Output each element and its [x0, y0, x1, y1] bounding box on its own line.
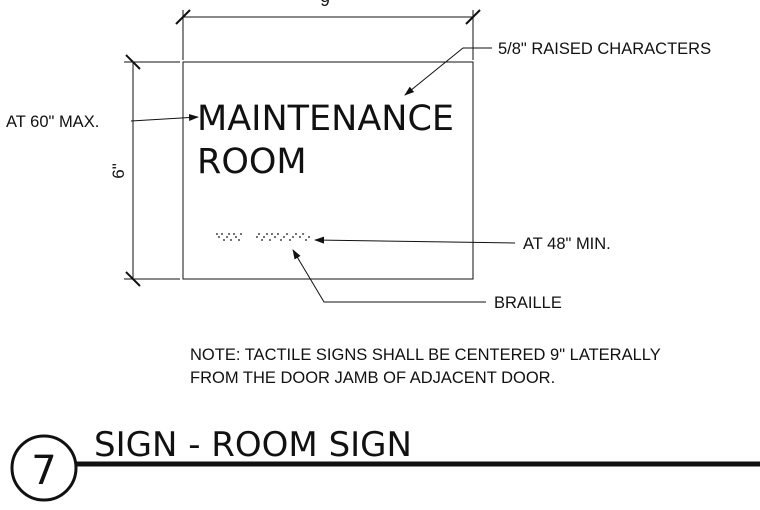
- detail-title-block: 7 SIGN - ROOM SIGN: [10, 425, 760, 502]
- callout-raised-characters: 5/8" RAISED CHARACTERS: [404, 40, 711, 96]
- note-line-1: NOTE: TACTILE SIGNS SHALL BE CENTERED 9"…: [190, 346, 661, 364]
- braille-dots: [216, 233, 310, 241]
- callout-braille-label: BRAILLE: [494, 294, 562, 312]
- detail-number-circle: [10, 434, 78, 502]
- callout-min-height: AT 48" MIN.: [314, 235, 611, 253]
- callout-braille: BRAILLE: [292, 249, 562, 312]
- width-dimension: 9": [175, 0, 481, 60]
- callout-min-height-label: AT 48" MIN.: [523, 235, 611, 253]
- height-dimension-label: 6": [109, 163, 128, 179]
- height-dimension: 6": [109, 54, 180, 287]
- callout-max-height-label: AT 60" MAX.: [6, 113, 99, 131]
- sign-text-line-2: ROOM: [197, 142, 307, 182]
- detail-title: SIGN - ROOM SIGN: [94, 425, 412, 465]
- callout-max-height: AT 60" MAX.: [6, 113, 199, 131]
- sign-text-line-1: MAINTENANCE: [197, 99, 454, 139]
- sign-panel: [182, 61, 474, 280]
- note-line-2: FROM THE DOOR JAMB OF ADJACENT DOOR.: [190, 369, 555, 387]
- width-dimension-label: 9": [320, 0, 336, 10]
- callout-raised-characters-label: 5/8" RAISED CHARACTERS: [498, 40, 711, 58]
- detail-number: 7: [31, 448, 56, 494]
